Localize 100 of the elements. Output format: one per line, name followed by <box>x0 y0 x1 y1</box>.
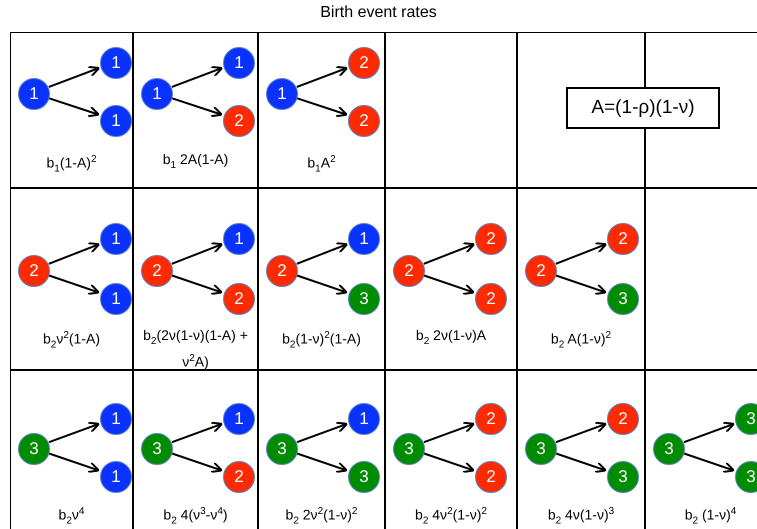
rate-formula: b$_{2}$ A(1-ν)$^{2}$ <box>550 329 612 352</box>
arrow <box>555 242 608 265</box>
state-circle: 2 <box>393 255 425 287</box>
arrow <box>171 242 224 265</box>
table-cell <box>133 370 258 529</box>
arrow <box>172 274 223 295</box>
state-circle: 3 <box>607 461 639 493</box>
state-circle: 2 <box>141 255 173 287</box>
arrow <box>48 274 100 295</box>
state-circle: 3 <box>525 433 557 465</box>
table-cell <box>133 188 258 370</box>
rate-formula: b$_{2}$ 4(ν$^{3}$-ν$^{4}$) <box>162 505 229 528</box>
arrow <box>172 422 224 444</box>
table-cell <box>258 370 385 529</box>
state-circle: 3 <box>141 433 173 465</box>
state-circle: 1 <box>141 78 173 110</box>
rate-formula: b$_{2}$ 4ν(1-ν)$^{3}$ <box>546 505 616 528</box>
arrow <box>424 274 475 295</box>
state-circle: 2 <box>607 223 639 255</box>
table-cell <box>517 188 645 370</box>
state-circle: 3 <box>393 433 425 465</box>
arrow <box>556 452 607 473</box>
state-circle: 1 <box>223 47 255 79</box>
arrow <box>296 274 348 295</box>
arrow <box>684 452 735 473</box>
table-cell <box>385 370 517 529</box>
table-cell <box>645 370 757 529</box>
state-circle: 2 <box>607 403 639 435</box>
state-circle: 3 <box>266 433 298 465</box>
state-circle: 1 <box>223 223 255 255</box>
table-cell <box>133 32 258 188</box>
rate-formula: b$_{2}$ν$^{2}$(1-A) <box>42 329 102 352</box>
rate-formula: b$_{1}$(1-A)$^{2}$ <box>45 153 98 176</box>
table-cell <box>10 188 133 370</box>
state-circle: 2 <box>475 223 507 255</box>
arrow <box>296 452 348 473</box>
state-circle: 1 <box>100 461 132 493</box>
arrow <box>172 66 224 88</box>
state-circle: 3 <box>735 403 757 435</box>
table-cell <box>10 32 133 188</box>
state-circle: 2 <box>475 403 507 435</box>
state-circle: 1 <box>18 78 50 110</box>
rate-formula: b$_{2}$(2ν(1-ν)(1-A) + ν$^{2}$A) <box>142 327 249 370</box>
arrow <box>296 242 348 265</box>
arrow <box>296 66 348 88</box>
chart-title: Birth event rates <box>319 4 438 22</box>
formula-box: A=(1-ρ)(1-ν) <box>566 87 720 129</box>
state-circle: 2 <box>475 461 507 493</box>
state-circle: 2 <box>475 283 507 315</box>
state-circle: 2 <box>348 105 380 137</box>
state-circle: 1 <box>100 283 132 315</box>
state-circle: 3 <box>735 461 757 493</box>
state-circle: 1 <box>100 223 132 255</box>
state-circle: 3 <box>18 433 50 465</box>
state-circle: 3 <box>348 461 380 493</box>
arrow <box>48 422 100 444</box>
state-circle: 3 <box>653 433 685 465</box>
table-cell <box>10 370 133 529</box>
rate-formula: b$_{1}$ 2A(1-A) <box>162 151 230 173</box>
state-circle: 2 <box>223 283 255 315</box>
state-circle: 2 <box>525 255 557 287</box>
state-circle: 2 <box>223 105 255 137</box>
state-circle: 1 <box>100 403 132 435</box>
arrow <box>296 422 348 444</box>
arrow <box>424 452 475 473</box>
arrow <box>48 97 100 118</box>
arrow <box>556 274 607 295</box>
arrow <box>48 242 100 265</box>
rate-formula: b$_{2}$ν$^{4}$ <box>58 505 86 528</box>
state-circle: 1 <box>100 105 132 137</box>
state-circle: 1 <box>348 223 380 255</box>
state-circle: 1 <box>223 403 255 435</box>
arrow <box>172 97 223 118</box>
rate-formula: b$_{2}$ 2ν(1-ν)A <box>414 327 488 349</box>
state-circle: 2 <box>266 255 298 287</box>
rate-formula: b$_{1}$A$^{2}$ <box>306 153 337 176</box>
state-circle: 1 <box>100 47 132 79</box>
state-circle: 3 <box>348 283 380 315</box>
arrow <box>296 97 348 118</box>
rate-formula: b$_{2}$ 2ν$^{2}$(1-ν)$^{2}$ <box>284 505 358 528</box>
state-circle: 3 <box>607 283 639 315</box>
arrow <box>424 422 476 444</box>
arrow <box>172 452 223 473</box>
table-cell <box>258 188 385 370</box>
arrow <box>48 452 100 473</box>
table-cell <box>517 370 645 529</box>
state-circle: 1 <box>266 78 298 110</box>
state-circle: 1 <box>348 403 380 435</box>
table-cell <box>385 188 517 370</box>
arrow <box>684 422 736 444</box>
state-circle: 2 <box>18 255 50 287</box>
rate-formula: b$_{2}$(1-ν)$^{2}$(1-A) <box>281 329 362 352</box>
state-circle: 2 <box>348 47 380 79</box>
state-circle: 2 <box>223 461 255 493</box>
arrow <box>556 422 608 444</box>
rate-formula: b$_{2}$ 4ν$^{2}$(1-ν)$^{2}$ <box>414 505 488 528</box>
arrow <box>423 242 476 265</box>
arrow <box>48 66 100 88</box>
rate-formula: b$_{2}$ (1-ν)$^{4}$ <box>684 505 738 528</box>
table-cell <box>258 32 385 188</box>
